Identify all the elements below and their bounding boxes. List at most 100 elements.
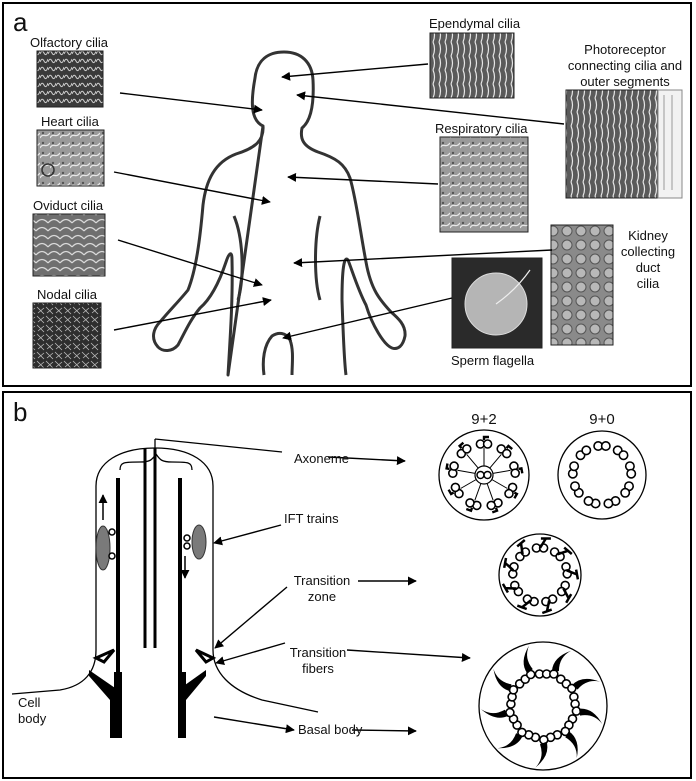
- dynein-arm: [445, 463, 450, 471]
- oviduct-cilia-image: [32, 213, 106, 277]
- heart-cilia-label: Heart cilia: [41, 114, 99, 129]
- photoreceptor-label-line: connecting cilia and: [567, 58, 683, 73]
- y-link: [516, 539, 526, 555]
- radial-spoke: [457, 469, 476, 474]
- transition-zone-label-line: zone: [307, 589, 337, 604]
- nodal-cilia-label: Nodal cilia: [37, 287, 97, 302]
- doublet-b-tubule: [461, 444, 472, 454]
- doublet-b-tubule: [603, 498, 614, 509]
- y-link: [566, 569, 580, 580]
- heart-cilia-image: [36, 129, 105, 187]
- cilium-schematic: [11, 438, 319, 738]
- panel-a-arrows: [113, 63, 565, 341]
- photoreceptor-label: Photoreceptor connecting cilia and outer…: [560, 42, 690, 90]
- transition-zone-label-line: Transition: [293, 573, 351, 588]
- dynein-arm: [447, 489, 455, 496]
- transition-fibers-label-line: Transition: [289, 645, 347, 660]
- doublet-b-tubule: [450, 482, 461, 493]
- oviduct-cilia-label: Oviduct cilia: [33, 198, 104, 213]
- kidney-label-line: cilia: [636, 276, 660, 291]
- radial-spoke: [491, 479, 508, 489]
- radial-spoke: [486, 483, 494, 501]
- transition-fiber-blade: [578, 708, 603, 725]
- y-link: [502, 557, 515, 572]
- human-silhouette: [152, 50, 407, 377]
- ift-trains-label: IFT trains: [284, 511, 339, 526]
- transition-fiber-blade: [551, 650, 572, 672]
- panel-b-label: b: [13, 397, 28, 427]
- photoreceptor-image: [565, 89, 659, 199]
- ependymal-cilia-image: [429, 32, 515, 99]
- doublet-b-tubule: [569, 461, 580, 472]
- cross-section-9-0: [557, 430, 647, 520]
- axoneme-label: Axoneme: [294, 451, 349, 466]
- nodal-cilia-image: [32, 302, 102, 369]
- triplet-c-tubule: [560, 726, 571, 737]
- doublet-b-tubule: [583, 495, 594, 506]
- doublet-b-tubule: [618, 450, 629, 461]
- central-sheath: [474, 465, 494, 485]
- y-link: [541, 600, 553, 615]
- doublet-b-tubule: [569, 481, 580, 492]
- triplet-c-tubule: [548, 669, 559, 679]
- central-pair-tubule: [476, 470, 485, 480]
- doublet-b-tubule: [482, 439, 493, 449]
- transition-zone-label: Transition zone: [288, 573, 356, 605]
- panel-a-label: a: [13, 7, 28, 37]
- ependymal-cilia-label: Ependymal cilia: [429, 16, 521, 31]
- dynein-arm: [518, 467, 524, 474]
- respiratory-cilia-label: Respiratory cilia: [435, 121, 528, 136]
- doublet-b-tubule: [465, 498, 475, 508]
- y-link: [538, 537, 551, 549]
- nine-zero-label: 9+0: [589, 411, 615, 428]
- y-link: [501, 583, 517, 594]
- olfactory-cilia-image: [36, 50, 104, 108]
- transition-fibers-label-line: fibers: [302, 661, 334, 676]
- respiratory-cilia-image: [439, 136, 529, 233]
- doublet-b-tubule: [626, 468, 637, 479]
- doublet-b-tubule: [581, 445, 592, 456]
- kidney-cilia-image: [550, 224, 614, 346]
- dynein-arm: [482, 435, 489, 440]
- transition-fiber-blade: [497, 733, 523, 749]
- cross-section-basal-body: [478, 641, 608, 771]
- cross-section-9-2: [438, 429, 530, 521]
- kidney-cilia-label: Kidney collecting duct cilia: [612, 228, 684, 292]
- y-link: [557, 546, 573, 556]
- doublet-b-tubule: [449, 461, 459, 471]
- y-link: [516, 599, 532, 611]
- transition-fiber-blade: [523, 645, 533, 674]
- kidney-label-line: Kidney: [628, 228, 668, 243]
- photoreceptor-label-line: Photoreceptor: [584, 42, 666, 57]
- transition-fiber-blade: [493, 668, 512, 692]
- panel-b-arrows: [213, 456, 471, 736]
- basal-body-label: Basal body: [298, 722, 363, 737]
- radial-spoke: [460, 479, 477, 489]
- doublet-b-tubule: [510, 468, 521, 479]
- radial-spoke: [474, 483, 482, 501]
- transition-fiber-blade: [535, 741, 548, 768]
- kidney-label-line: collecting: [620, 244, 676, 259]
- cell-body-label: Cell body: [18, 695, 46, 727]
- y-link: [562, 587, 573, 604]
- cross-section-transition-zone: [498, 533, 582, 617]
- cell-body-label-line: body: [18, 711, 47, 726]
- dynein-arm: [465, 507, 474, 513]
- triplet-c-tubule: [571, 706, 582, 716]
- dynein-arm: [505, 444, 513, 451]
- transition-fibers-label: Transition fibers: [286, 645, 350, 677]
- central-pair-tubule: [483, 470, 492, 480]
- panel-a: [2, 2, 692, 387]
- nine-two-label: 9+2: [471, 411, 497, 428]
- sperm-flagella-label: Sperm flagella: [451, 353, 535, 368]
- radial-spoke: [492, 469, 511, 474]
- radial-spoke: [466, 453, 479, 469]
- olfactory-cilia-label: Olfactory cilia: [30, 35, 109, 50]
- dynein-arm: [457, 441, 465, 449]
- doublet-b-tubule: [620, 487, 631, 498]
- photoreceptor-label-line: outer segments: [580, 74, 670, 89]
- cell-body-label-line: Cell: [18, 695, 41, 710]
- doublet-b-tubule: [600, 440, 611, 451]
- doublet-b-tubule: [504, 488, 514, 499]
